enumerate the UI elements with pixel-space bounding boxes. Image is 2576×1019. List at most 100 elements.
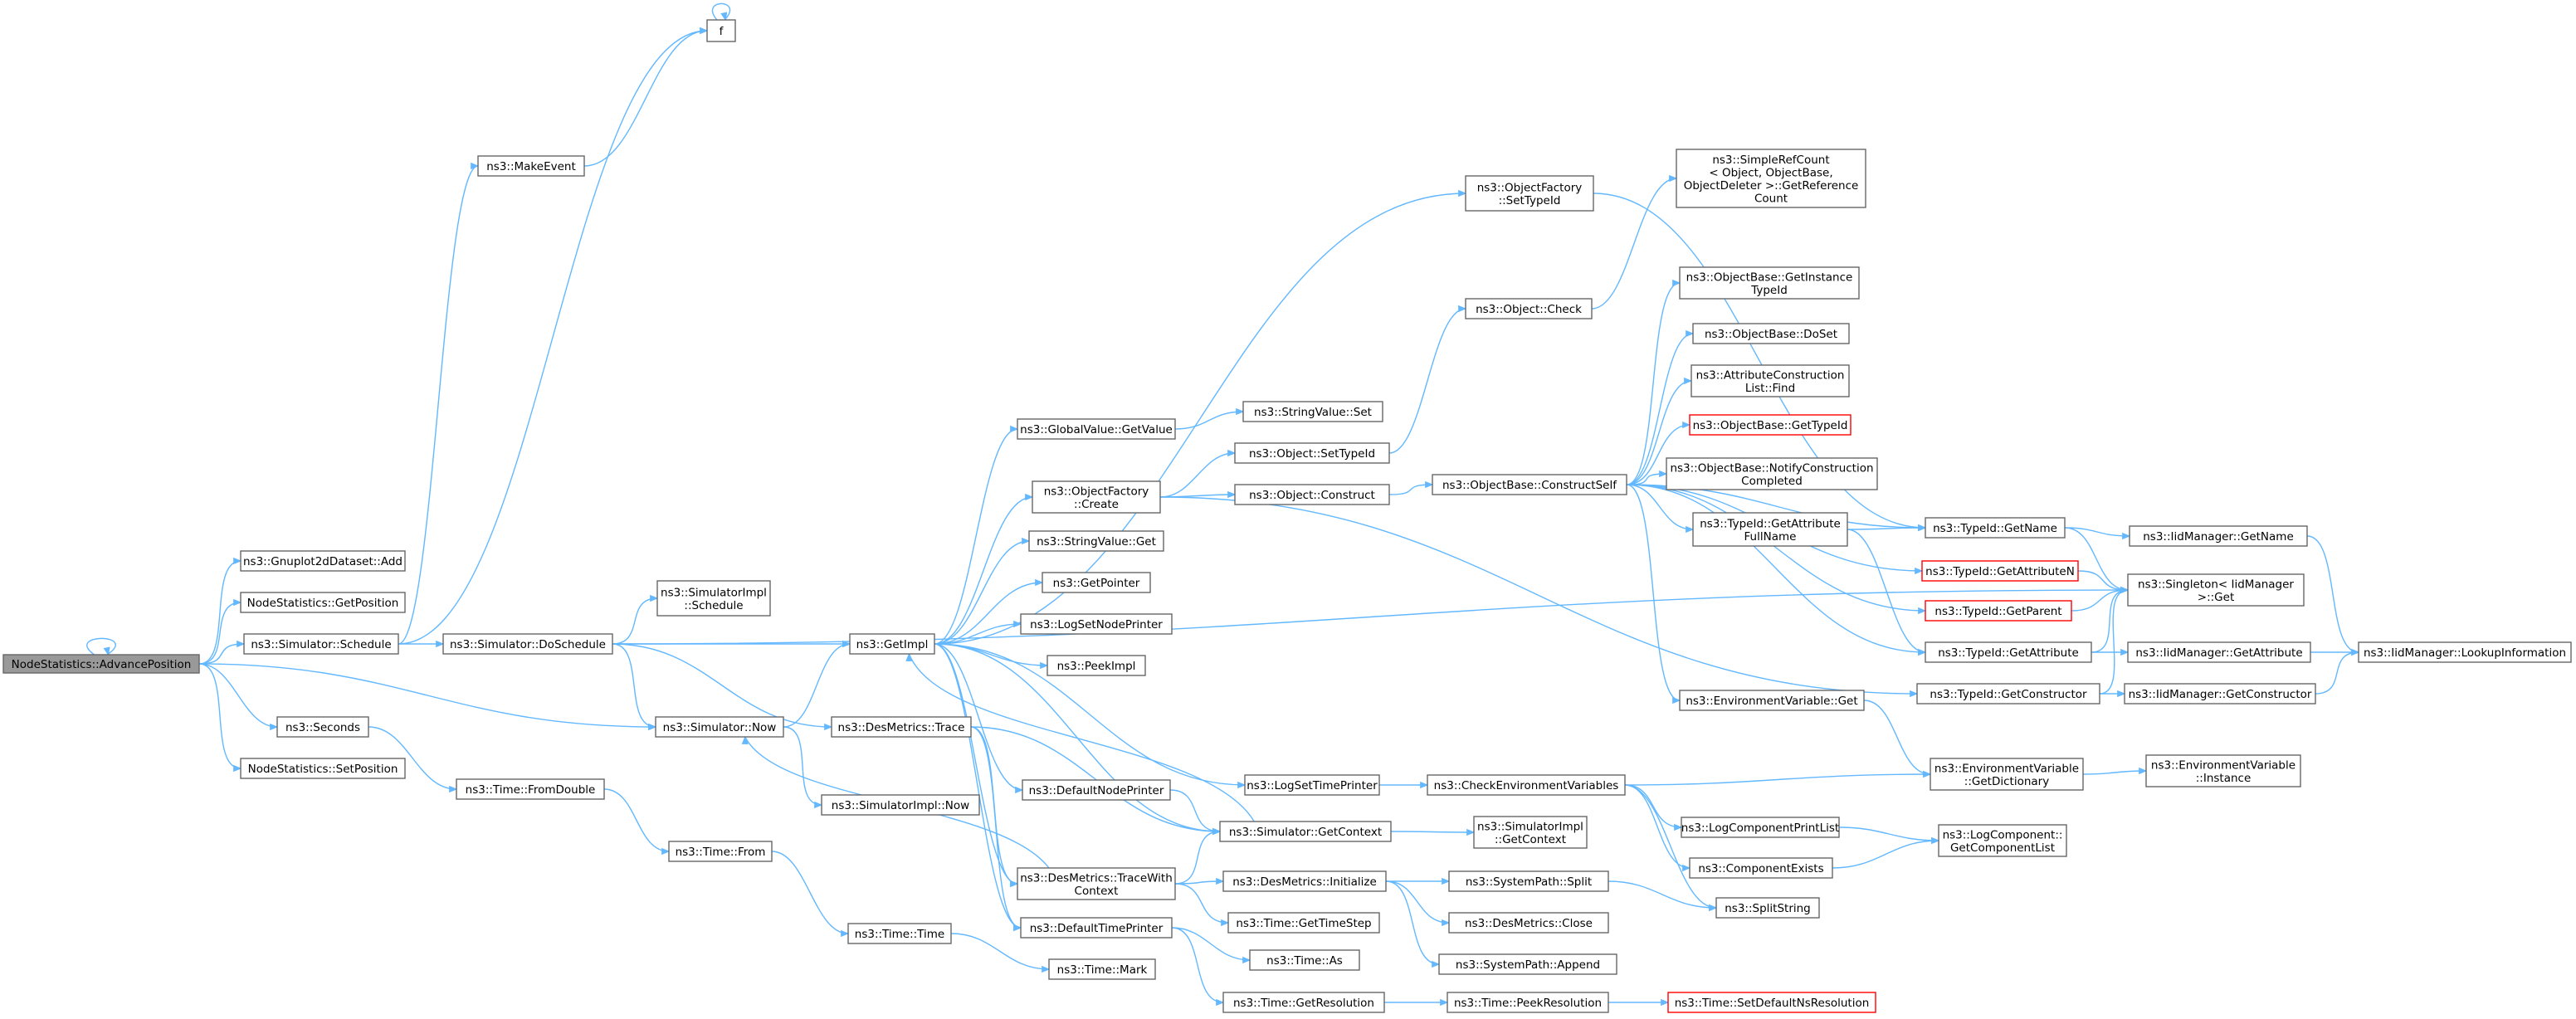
- graph-node-iidgetattr[interactable]: ns3::IidManager::GetAttribute: [2127, 641, 2311, 663]
- graph-node-simimplgetctx[interactable]: ns3::SimulatorImpl::GetContext: [1473, 816, 1588, 849]
- graph-node-seconds[interactable]: ns3::Seconds: [276, 716, 369, 738]
- graph-node-refcount[interactable]: ns3::SimpleRefCount< Object, ObjectBase,…: [1676, 149, 1866, 208]
- graph-node-mark[interactable]: ns3::Time::Mark: [1048, 958, 1156, 980]
- graph-node-simimplsched[interactable]: ns3::SimulatorImpl::Schedule: [656, 580, 771, 617]
- graph-node-checkenv[interactable]: ns3::CheckEnvironmentVariables: [1427, 774, 1626, 796]
- graph-node-from[interactable]: ns3::Time::From: [668, 841, 773, 862]
- node-box: [1242, 401, 1383, 422]
- graph-node-simimplnow[interactable]: ns3::SimulatorImpl::Now: [821, 794, 980, 816]
- node-label: ns3::SimpleRefCount: [1712, 154, 1829, 167]
- edge-arrowhead: [2122, 532, 2131, 540]
- node-label: ns3::TypeId::GetAttribute: [1938, 646, 2079, 660]
- graph-node-ofsettype[interactable]: ns3::ObjectFactory::SetTypeId: [1465, 175, 1594, 212]
- graph-node-fromdouble[interactable]: ns3::Time::FromDouble: [456, 778, 605, 800]
- graph-node-desmtrace[interactable]: ns3::DesMetrics::Trace: [831, 716, 972, 738]
- node-label: ns3::SystemPath::Split: [1466, 875, 1592, 889]
- node-box: [1438, 953, 1617, 975]
- graph-node-iidlookup[interactable]: ns3::IidManager::LookupInformation: [2358, 641, 2572, 663]
- graph-node-getres[interactable]: ns3::Time::GetResolution: [1222, 992, 1385, 1013]
- graph-node-timeas[interactable]: ns3::Time::As: [1249, 949, 1360, 971]
- node-label: ns3::Time::SetDefaultNsResolution: [1675, 997, 1870, 1010]
- graph-node-logsetnode[interactable]: ns3::LogSetNodePrinter: [1020, 613, 1173, 635]
- node-box: [1249, 949, 1360, 971]
- graph-node-envget[interactable]: ns3::EnvironmentVariable::Get: [1679, 690, 1865, 711]
- node-box: [1925, 641, 2092, 663]
- edge-arrowhead: [700, 27, 709, 35]
- graph-edge-checkenv-envgetdict: [1624, 770, 1932, 786]
- node-box: [1916, 683, 2100, 705]
- graph-node-tidgetparent[interactable]: ns3::TypeId::GetParent: [1925, 600, 2072, 622]
- graph-node-getpos[interactable]: NodeStatistics::GetPosition: [240, 592, 406, 613]
- node-label: ns3::Object::SetTypeId: [1249, 447, 1375, 461]
- graph-node-logcompgetlist[interactable]: ns3::LogComponent::GetComponentList: [1938, 824, 2067, 857]
- graph-node-desminit[interactable]: ns3::DesMetrics::Initialize: [1222, 870, 1387, 892]
- edge-line: [612, 643, 832, 728]
- graph-node-obconstructself[interactable]: ns3::ObjectBase::ConstructSelf: [1432, 474, 1627, 495]
- graph-node-deftime[interactable]: ns3::DefaultTimePrinter: [1020, 917, 1173, 939]
- graph-node-singleton[interactable]: ns3::Singleton< IidManager>::Get: [2127, 573, 2305, 607]
- graph-node-gvgetvalue[interactable]: ns3::GlobalValue::GetValue: [1017, 418, 1176, 440]
- graph-node-schedule[interactable]: ns3::Simulator::Schedule: [243, 633, 399, 655]
- graph-node-tidgetname[interactable]: ns3::TypeId::GetName: [1925, 517, 2066, 539]
- graph-edge-tracewith-desminit: [1174, 877, 1225, 885]
- graph-node-compexists[interactable]: ns3::ComponentExists: [1689, 857, 1833, 879]
- edge-line: [2091, 589, 2129, 653]
- edge-arrowhead: [1918, 648, 1927, 656]
- graph-node-obdoset[interactable]: ns3::ObjectBase::DoSet: [1692, 323, 1850, 344]
- graph-node-tidgetattrn[interactable]: ns3::TypeId::GetAttributeN: [1921, 560, 2079, 582]
- graph-node-makeevent[interactable]: ns3::MakeEvent: [477, 155, 585, 177]
- graph-edge-tracewith-gettimestep: [1174, 883, 1230, 927]
- graph-node-iidgetname[interactable]: ns3::IidManager::GetName: [2129, 525, 2308, 547]
- graph-edge-desminit-desmclose: [1385, 880, 1451, 927]
- node-label: ::Create: [1074, 498, 1119, 511]
- graph-node-objconstruct[interactable]: ns3::Object::Construct: [1234, 484, 1390, 505]
- graph-node-logcompprint[interactable]: ns3::LogComponentPrintList: [1681, 817, 1840, 838]
- graph-node-tidgetattr[interactable]: ns3::TypeId::GetAttribute: [1925, 641, 2092, 663]
- graph-node-advpos[interactable]: NodeStatistics::AdvancePosition: [2, 654, 200, 674]
- node-label: ns3::StringValue::Get: [1037, 535, 1156, 549]
- graph-node-envgetdict[interactable]: ns3::EnvironmentVariable::GetDictionary: [1930, 758, 2084, 791]
- node-box: [1222, 992, 1385, 1013]
- graph-node-splitstring[interactable]: ns3::SplitString: [1715, 897, 1820, 919]
- graph-edge-now-simimplnow: [783, 726, 823, 809]
- graph-node-objcheck[interactable]: ns3::Object::Check: [1465, 298, 1593, 319]
- edge-arrowhead: [1442, 919, 1451, 927]
- node-box: [655, 716, 784, 738]
- graph-node-now[interactable]: ns3::Simulator::Now: [655, 716, 784, 738]
- graph-node-sysappend[interactable]: ns3::SystemPath::Append: [1438, 953, 1617, 975]
- graph-node-obnotify[interactable]: ns3::ObjectBase::NotifyConstructionCompl…: [1666, 457, 1878, 490]
- graph-node-gettimestep[interactable]: ns3::Time::GetTimeStep: [1227, 912, 1380, 934]
- graph-node-setdefns[interactable]: ns3::Time::SetDefaultNsResolution: [1667, 992, 1876, 1013]
- graph-node-objsettype[interactable]: ns3::Object::SetTypeId: [1234, 442, 1390, 464]
- edge-arrowhead: [1212, 827, 1222, 836]
- graph-node-svget[interactable]: ns3::StringValue::Get: [1028, 530, 1164, 552]
- graph-node-iidgetctor[interactable]: ns3::IidManager::GetConstructor: [2124, 683, 2316, 705]
- graph-node-dosched[interactable]: ns3::Simulator::DoSchedule: [442, 633, 613, 655]
- edge-line: [1624, 773, 1931, 786]
- graph-node-envinstance[interactable]: ns3::EnvironmentVariable::Instance: [2145, 754, 2301, 787]
- graph-node-defnode[interactable]: ns3::DefaultNodePrinter: [1022, 779, 1171, 801]
- graph-node-getimpl[interactable]: ns3::GetImpl: [849, 633, 935, 655]
- graph-node-tidgetctor[interactable]: ns3::TypeId::GetConstructor: [1916, 683, 2100, 705]
- graph-node-svset[interactable]: ns3::StringValue::Set: [1242, 401, 1383, 422]
- graph-node-setpos[interactable]: NodeStatistics::SetPosition: [240, 758, 406, 779]
- node-label: ns3::DefaultTimePrinter: [1030, 922, 1164, 935]
- graph-node-desmclose[interactable]: ns3::DesMetrics::Close: [1448, 912, 1609, 934]
- graph-node-gnuadd[interactable]: ns3::Gnuplot2dDataset::Add: [240, 550, 406, 572]
- graph-node-getpointer[interactable]: ns3::GetPointer: [1042, 572, 1151, 593]
- edge-line: [1174, 883, 1229, 924]
- graph-node-peekres[interactable]: ns3::Time::PeekResolution: [1447, 992, 1609, 1013]
- graph-node-f[interactable]: f: [706, 19, 736, 42]
- graph-node-ofcreate[interactable]: ns3::ObjectFactory::Create: [1032, 480, 1161, 514]
- graph-edge-tidgetattr-singleton: [2091, 586, 2130, 653]
- graph-node-obgettypeid[interactable]: ns3::ObjectBase::GetTypeId: [1689, 414, 1852, 436]
- graph-node-time[interactable]: ns3::Time::Time: [847, 923, 952, 944]
- graph-node-logsettime[interactable]: ns3::LogSetTimePrinter: [1244, 774, 1380, 796]
- graph-node-simgetctx[interactable]: ns3::Simulator::GetContext: [1219, 821, 1392, 842]
- graph-node-peekimpl[interactable]: ns3::PeekImpl: [1046, 655, 1146, 676]
- graph-node-syssplit[interactable]: ns3::SystemPath::Split: [1448, 870, 1609, 892]
